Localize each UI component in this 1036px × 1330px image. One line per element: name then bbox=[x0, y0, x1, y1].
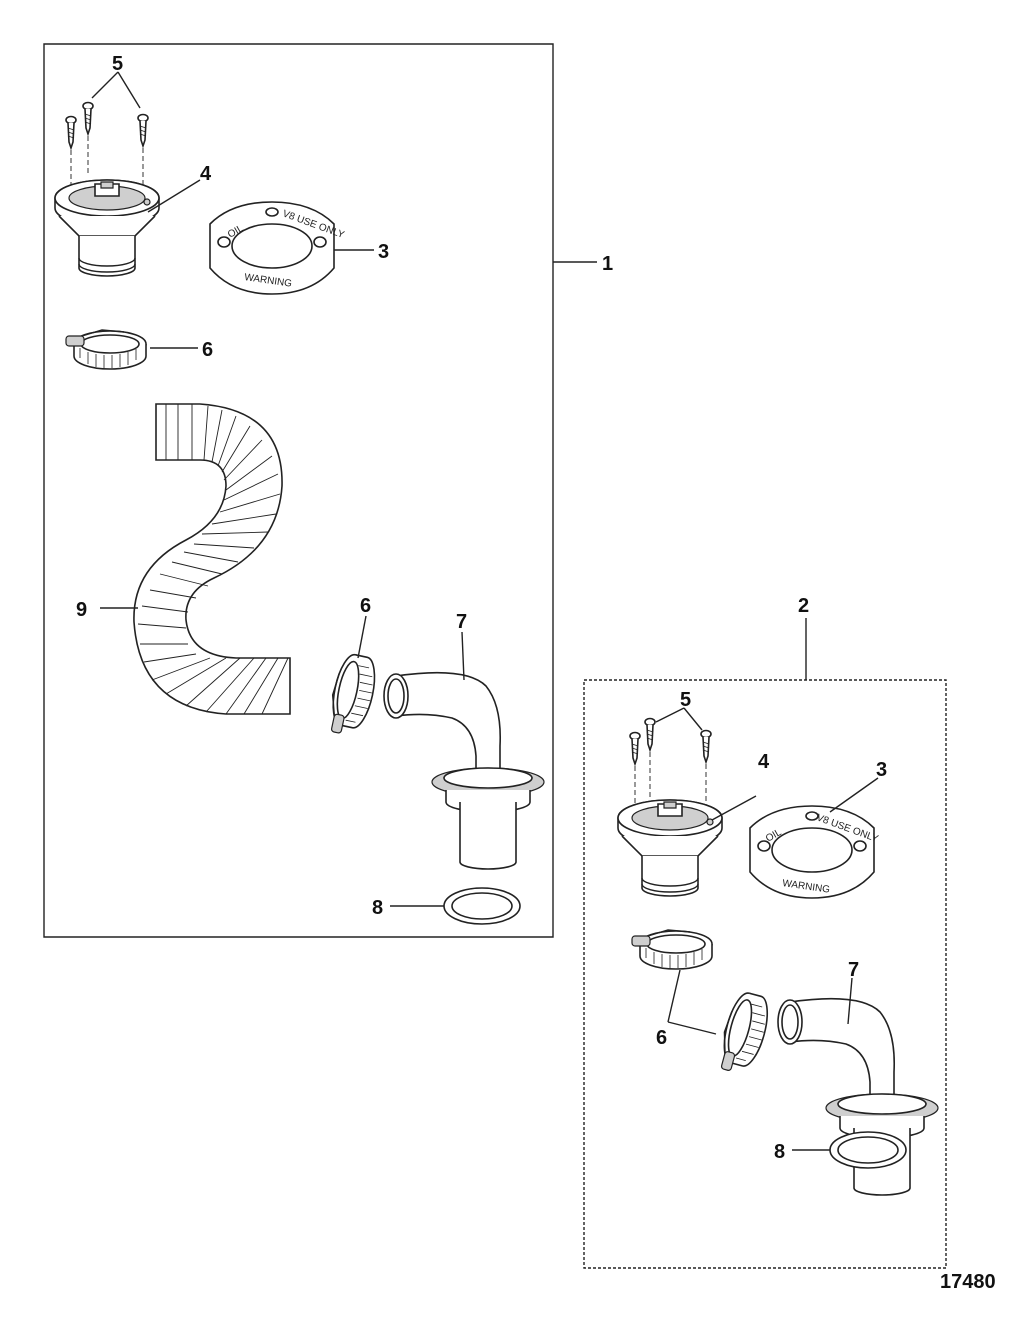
kit-1-elbow: 7 bbox=[383, 611, 545, 870]
kit-2-clamp-callout: 6 bbox=[656, 1027, 667, 1049]
kit-2-frame bbox=[583, 679, 947, 1269]
kit-1-screws-callout: 5 bbox=[112, 53, 123, 75]
kit-1-clamp-bottom-callout: 6 bbox=[360, 595, 371, 617]
kit-1-hose-callout: 9 bbox=[76, 599, 87, 621]
kit-1-callout: 1 bbox=[602, 253, 613, 275]
kit-2-clamp-lower bbox=[714, 988, 775, 1078]
kit-1-gasket: 8 bbox=[372, 887, 521, 925]
kit-1-gasket-callout: 8 bbox=[372, 897, 383, 919]
kit-2-gasket: 8 bbox=[774, 1131, 907, 1169]
figure-id: 17480 bbox=[940, 1271, 996, 1293]
kit-2-callout: 2 bbox=[798, 595, 809, 617]
kit-1-hose: 9 bbox=[76, 403, 291, 715]
kit-1-clamp-bottom: 6 bbox=[324, 595, 381, 740]
kit-2-elbow: 7 bbox=[777, 959, 939, 1196]
kit-2-clamp-upper bbox=[631, 929, 713, 970]
kit-2-screws: 5 bbox=[629, 689, 712, 810]
kit-1-decal: OIL V8 USE ONLY WARNING 3 bbox=[209, 201, 389, 295]
kit-2-screws-callout: 5 bbox=[680, 689, 691, 711]
kit-1-screws: 5 bbox=[65, 53, 149, 190]
kit-2-decal: OIL V8 USE ONLY WARNING 3 bbox=[749, 759, 887, 899]
kit-1-clamp-top-callout: 6 bbox=[202, 339, 213, 361]
kit-1-fill-cap: 4 bbox=[54, 163, 212, 277]
kit-2-gasket-callout: 8 bbox=[774, 1141, 785, 1163]
kit-2-elbow-callout: 7 bbox=[848, 959, 859, 981]
kit-2-decal-callout: 3 bbox=[876, 759, 887, 781]
kit-1-decal-callout: 3 bbox=[378, 241, 389, 263]
kit-2-fill-cap-callout: 4 bbox=[758, 751, 770, 773]
kit-1-clamp-top: 6 bbox=[65, 329, 213, 370]
kit-1-frame bbox=[43, 43, 554, 938]
kit-1-fill-cap-callout: 4 bbox=[200, 163, 212, 185]
kit-1-elbow-callout: 7 bbox=[456, 611, 467, 633]
kit-2-fill-cap: 4 bbox=[617, 751, 770, 897]
kit-2-clamp-callout-group: 6 bbox=[656, 969, 717, 1049]
